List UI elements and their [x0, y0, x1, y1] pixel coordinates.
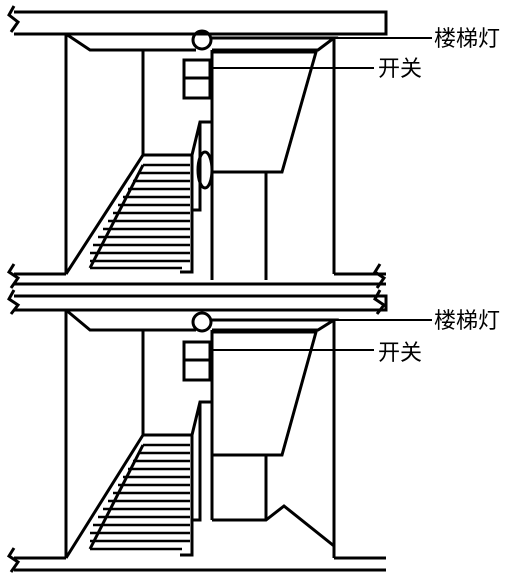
- lower-landing: [212, 330, 318, 457]
- lower-floor: [6, 308, 432, 573]
- upper-stair-outline: [64, 153, 194, 275]
- upper-landing: [212, 50, 318, 174]
- upper-beam: [65, 32, 196, 52]
- upper-switch-label: 开关: [378, 57, 422, 82]
- middle-slab-upper-edge: [14, 272, 386, 286]
- upper-beam-right: [212, 36, 339, 52]
- lower-beam: [65, 308, 196, 332]
- middle-slab-break-left: [6, 263, 21, 315]
- upper-top-slab: [14, 10, 388, 36]
- upper-handrail-curve: [196, 150, 214, 190]
- lower-light-fixture: [191, 311, 213, 333]
- upper-light-fixture: [191, 29, 213, 51]
- upper-floor: [6, 5, 432, 315]
- middle-slab-break-right: [372, 263, 387, 315]
- upper-stair-flight: [64, 153, 194, 275]
- lower-stair-inner-stringer: [88, 444, 145, 550]
- lower-light-label: 楼梯灯: [434, 309, 500, 334]
- upper-top-slab-break: [7, 5, 21, 33]
- upper-stair-steps: [90, 163, 190, 270]
- lower-slab-break-left: [6, 547, 21, 573]
- lower-stair-flight: [64, 433, 194, 559]
- upper-stair-inner-stringer: [88, 164, 145, 269]
- upper-handrail: [190, 120, 212, 212]
- labels: 楼梯灯 开关 楼梯灯 开关: [378, 27, 500, 366]
- lower-switch-label: 开关: [378, 341, 422, 366]
- lower-floor-step: [212, 504, 336, 558]
- lower-stair-steps: [90, 443, 190, 551]
- lower-floor-line: [14, 556, 386, 572]
- lower-stair-outline: [64, 433, 194, 559]
- lower-beam-right: [212, 318, 340, 332]
- middle-slab-lower-edge: [14, 294, 388, 312]
- upper-light-label: 楼梯灯: [434, 27, 500, 52]
- lower-handrail: [190, 400, 212, 522]
